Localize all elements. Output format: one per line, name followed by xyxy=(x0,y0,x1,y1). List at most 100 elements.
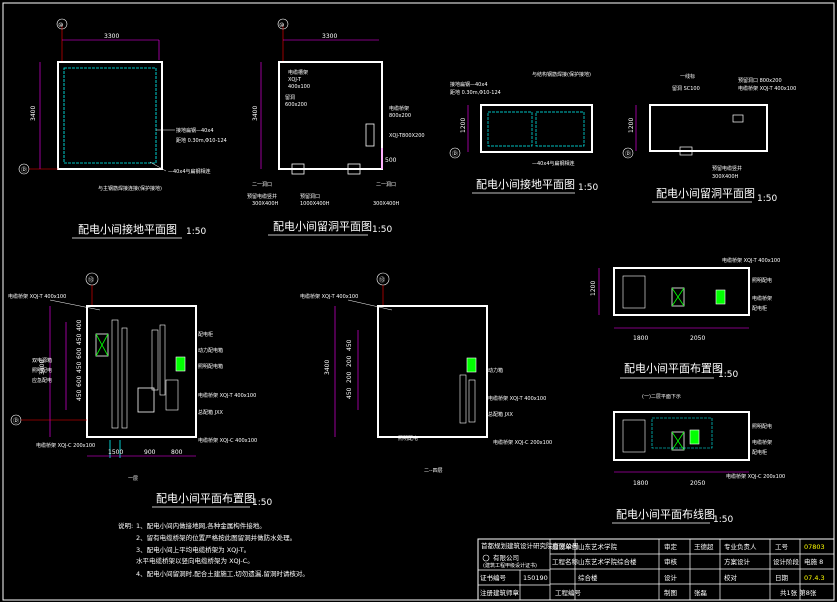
note-right-1: 照明配电 xyxy=(752,277,772,284)
dim-left-6: 450 xyxy=(76,389,83,401)
dim-left-1: 400 xyxy=(76,319,83,331)
dim-bottom-2: 2050 xyxy=(690,480,705,487)
note-b7: 300X400H xyxy=(373,201,400,207)
job-no: 07803 xyxy=(804,543,825,551)
title-block: 首都规划建筑设计研究院有限公司 有限公司 (建筑工程甲级设计证书) 证书编号 1… xyxy=(477,538,835,601)
review-value-4: 张磊 xyxy=(694,588,708,597)
note-right-4: 电缆桥架 XQJ-T 400x100 xyxy=(198,392,256,399)
note-top: (一)二层平面下示 xyxy=(642,394,681,400)
col-label-2: 方案设计 xyxy=(724,557,751,566)
company-name: 首都规划建筑设计研究院有限公司 xyxy=(481,541,579,550)
axis-label-left: Ⓓ xyxy=(625,150,631,158)
note-bottom: 电缆桥架 XQJ-C 200x100 xyxy=(493,439,552,446)
dim-width: 3300 xyxy=(322,33,337,40)
note-flat-steel-2: —40x4与扁钢相连 xyxy=(168,168,211,175)
work-label: 工程名称 xyxy=(552,557,579,566)
note-right-6: 电缆桥架 XQJ-C 400x100 xyxy=(198,437,257,444)
note-right-1: 动力箱 xyxy=(488,367,503,374)
sheet: 共1张 第8张 xyxy=(780,588,817,597)
dim-height: 3400 xyxy=(252,106,259,121)
title-wiring: 配电小间平面布线图 xyxy=(616,507,715,521)
review-label-4: 制图 xyxy=(664,588,677,597)
note-b1: 二一洞口 xyxy=(252,181,272,188)
dim-500: 500 xyxy=(385,157,397,164)
note-bottom: 电缆桥架 XQJ-C 200x100 xyxy=(726,473,785,480)
note-hole-size: 600x200 xyxy=(285,102,307,108)
drawing-grounding-plan-2: 1200 Ⓓ 接地扁钢—40x4 距地 0.30m,Φ10-124 与结构钢筋焊… xyxy=(449,71,598,194)
note-item-5: 4、配电小间留洞时,配合土建施工,切勿遗漏,留洞时请核对。 xyxy=(136,569,309,578)
axis-label-top: ⑬ xyxy=(88,276,94,284)
axis-label-top: ⑩ xyxy=(58,22,63,29)
note-item-3: 3、配电小间上平均电缆桥架为 XQJ-T。 xyxy=(136,545,250,554)
note-3: 与结构钢筋焊接(保护接地) xyxy=(532,71,591,78)
note-left-3: 应急配电 xyxy=(32,377,52,384)
note-2: 距地 0.30m,Φ10-124 xyxy=(450,89,501,96)
drawing-layout-plan-2: ⑬ 3400 450 200 200 450 电缆桥架 XQJ-T 400x10… xyxy=(300,272,552,474)
dim-left-3: 600 xyxy=(76,347,83,359)
note-right-2: 800x200 xyxy=(389,113,411,119)
note-hole: 留洞 xyxy=(285,94,295,101)
note-floor: 一层 xyxy=(128,476,138,482)
work-value: 山东艺术学院综合楼 xyxy=(578,557,637,566)
note-connect: 与主钢筋焊接连接(保护接地) xyxy=(98,185,162,192)
stamp-label: 工程编号 xyxy=(555,588,582,597)
title-opening-2: 配电小间留洞平面图 xyxy=(656,187,755,200)
dim-width: 3300 xyxy=(104,33,119,40)
note-tray-top: 电缆桥架 XQJ-T 400x100 xyxy=(300,293,358,300)
dim-bottom-2: 2050 xyxy=(690,335,705,342)
record-label: 证书编号 xyxy=(480,573,507,582)
note-tray-top: 电缆桥架 XQJ-T 400x100 xyxy=(8,293,66,300)
note-item-2: 2、留有电缆桥架的位置严格按此图留洞并做防水处理。 xyxy=(136,533,296,542)
note-5: 预留电缆竖井 xyxy=(712,165,742,172)
dim-height: 3400 xyxy=(324,360,331,375)
scale-opening-1: 1:50 xyxy=(372,225,392,235)
axis-label-top: ⑩ xyxy=(279,22,284,29)
note-right-3: 照明配电箱 xyxy=(198,363,223,370)
date-label: 日期 xyxy=(775,574,789,582)
title-grounding-1: 配电小间接地平面图 xyxy=(78,223,177,236)
note-right-3: 配电柜 xyxy=(752,449,767,456)
note-4: 电缆桥架 XQJ-T 400x100 xyxy=(738,85,796,92)
dim-bottom-1: 1800 xyxy=(633,480,648,487)
note-right-2: 电缆桥架 xyxy=(752,439,772,446)
axis-label-left: Ⓓ xyxy=(21,166,27,174)
general-notes: 说明: 1、配电小间内做接地网,各种金属构件接地。 2、留有电缆桥架的位置严格按… xyxy=(118,521,309,578)
dim-left-4: 450 xyxy=(346,387,353,399)
note-b5: 1000X400H xyxy=(300,201,330,207)
note-left-2: 照明配电 xyxy=(32,367,52,374)
dim-bottom-2: 900 xyxy=(144,449,156,456)
review-label-1: 审定 xyxy=(664,542,678,551)
title-layout-1: 配电小间平面布置图 xyxy=(156,492,255,505)
dim-height: 1200 xyxy=(590,281,597,296)
col-label-1: 专业负责人 xyxy=(724,542,757,551)
note-left-1: 照明配电 xyxy=(398,435,418,442)
note-right-5: 总配箱 JXX xyxy=(198,409,223,416)
dim-left-4: 450 xyxy=(76,361,83,373)
note-clearance: 距地 0.30m,Φ10-124 xyxy=(176,137,227,144)
dim-left-2: 200 xyxy=(346,355,353,367)
note-2: 留洞 SC100 xyxy=(672,85,700,92)
note-right-1: 照明配电 xyxy=(752,423,772,430)
col-label-3: 校对 xyxy=(724,573,738,582)
drawing-no: 电施 8 xyxy=(804,557,823,566)
dim-left-5: 600 xyxy=(76,375,83,387)
left-label: 注册建筑师章 xyxy=(480,588,520,597)
dim-height: 3400 xyxy=(30,106,37,121)
note-floor: 二--四层 xyxy=(424,468,443,474)
note-item-4: 水平电缆桥架以竖向电缆桥架为 XQJ-C。 xyxy=(136,556,254,565)
note-b2: 预留电缆竖井 xyxy=(247,193,277,200)
notes-heading: 说明: xyxy=(118,521,133,530)
note-1: 一线标 xyxy=(680,73,695,80)
sub-value: 综合楼 xyxy=(578,573,598,582)
dim-bottom-3: 800 xyxy=(171,449,183,456)
project-value: 山东艺术学院 xyxy=(578,542,618,551)
note-right-3: 总配箱 JXX xyxy=(488,411,513,418)
note-left-1: 双电源箱 xyxy=(32,357,52,364)
note-b4: 预留洞口 xyxy=(300,193,320,200)
note-b6: 二一洞口 xyxy=(376,181,396,188)
scale-wiring: 1:50 xyxy=(713,515,733,525)
drawing-wiring-plan: 1800 2050 (一)二层平面下示 照明配电 电缆桥架 配电柜 电缆桥架 X… xyxy=(612,394,785,525)
note-4: —40x4与扁钢相连 xyxy=(532,160,575,167)
dim-height: 1200 xyxy=(628,118,635,133)
